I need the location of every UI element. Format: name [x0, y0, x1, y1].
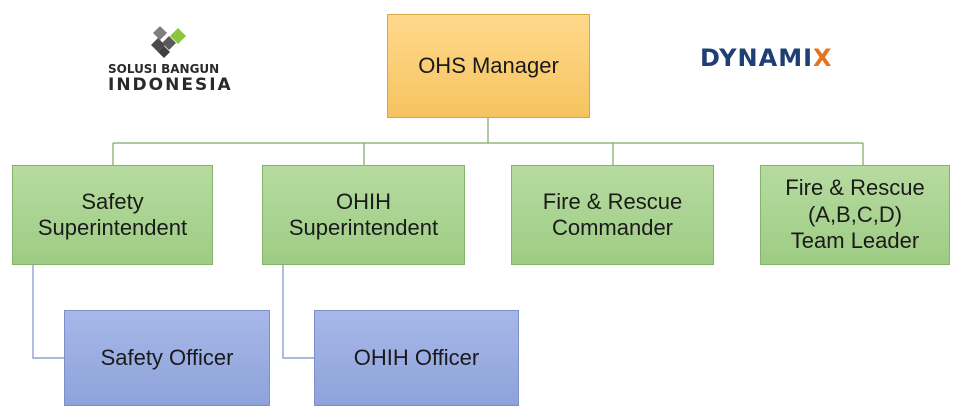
safety-superintendent-label: Safety Superintendent: [37, 188, 188, 240]
ohih-superintendent-box: OHIH Superintendent: [262, 165, 465, 265]
safety-superintendent-box: Safety Superintendent: [12, 165, 213, 265]
leaf-cluster-icon: [151, 26, 186, 58]
safety-officer-connector: [32, 265, 64, 359]
fire-rescue-commander-label: Fire & Rescue Commander: [542, 188, 683, 240]
logo-line-1: SOLUSI BANGUN: [108, 62, 220, 76]
ohih-officer-box: OHIH Officer: [314, 310, 519, 406]
solusi-bangun-indonesia-logo: SOLUSI BANGUN INDONESIA: [108, 24, 238, 98]
ohs-manager-label: OHS Manager: [418, 52, 559, 78]
ohs-manager-box: OHS Manager: [387, 14, 590, 118]
ohih-officer-label: OHIH Officer: [353, 344, 480, 370]
dynamix-logo: DYNAMIX: [700, 44, 833, 72]
safety-officer-box: Safety Officer: [64, 310, 270, 406]
safety-officer-label: Safety Officer: [100, 344, 234, 370]
logo-line-2: INDONESIA: [108, 75, 233, 95]
fire-rescue-team-leader-label: Fire & Rescue (A,B,C,D) Team Leader: [785, 175, 925, 254]
fire-rescue-commander-box: Fire & Rescue Commander: [511, 165, 714, 265]
fire-rescue-team-leader-box: Fire & Rescue (A,B,C,D) Team Leader: [760, 165, 950, 265]
ohih-superintendent-label: OHIH Superintendent: [288, 188, 439, 240]
dynamix-logo-accent-letter: X: [813, 44, 833, 72]
ohih-officer-connector: [282, 265, 314, 359]
